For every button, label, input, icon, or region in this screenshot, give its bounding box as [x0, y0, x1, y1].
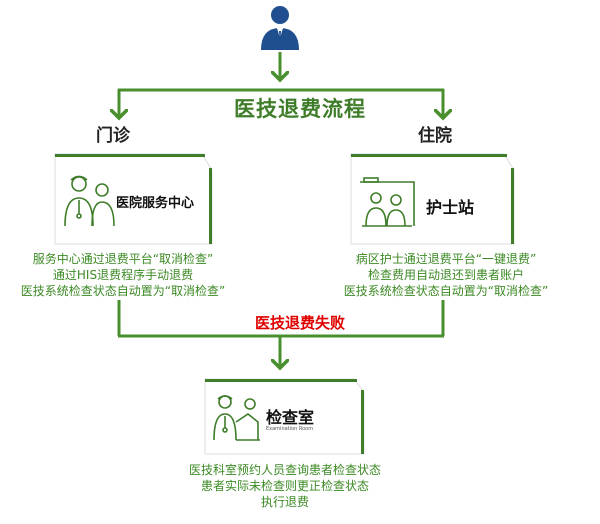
inpatient-description: 病区护士通过退费平台“一键退费” 检查费用自动退还到患者账户 医技系统检查状态自…	[318, 251, 574, 299]
exam-desc-line: 医技科室预约人员查询患者检查状态	[188, 463, 381, 477]
exam-description: 医技科室预约人员查询患者检查状态 患者实际未检查则更正检查状态 执行退费	[140, 462, 430, 510]
examination-room-icon	[213, 395, 260, 441]
inpatient-card: 护士站	[348, 148, 516, 246]
branch-outpatient: 门诊	[96, 126, 130, 146]
user-icon	[261, 6, 299, 50]
nurse-station-icon	[360, 177, 415, 227]
exam-room-card: 检查室 Examination Room	[202, 374, 366, 456]
outpatient-desc-line: 服务中心通过退费平台“取消检查”	[32, 252, 214, 266]
card-frame	[350, 153, 515, 245]
card-frame	[204, 378, 365, 455]
flow-title: 医技退费流程	[234, 97, 366, 121]
doctor-patient-icon	[64, 175, 115, 227]
outpatient-card: 医院服务中心	[52, 148, 214, 246]
card-frame	[54, 153, 213, 245]
refund-fail-label: 医技退费失败	[254, 314, 345, 332]
inpatient-desc-line: 医技系统检查状态自动置为“取消检查”	[343, 284, 549, 298]
inpatient-desc-line: 检查费用自动退还到患者账户	[367, 268, 524, 282]
outpatient-desc-line: 通过HIS退费程序手动退费	[52, 268, 194, 282]
branch-inpatient: 住院	[418, 126, 452, 146]
inpatient-card-label: 护士站	[426, 198, 475, 217]
inpatient-desc-line: 病区护士通过退费平台“一键退费”	[355, 252, 537, 266]
outpatient-desc-line: 医技系统检查状态自动置为“取消检查”	[20, 284, 226, 298]
outpatient-description: 服务中心通过退费平台“取消检查” 通过HIS退费程序手动退费 医技系统检查状态自…	[4, 251, 242, 299]
outpatient-card-label: 医院服务中心	[116, 196, 195, 211]
exam-room-card-label: 检查室	[266, 408, 315, 427]
exam-room-card-sublabel: Examination Room	[266, 426, 314, 432]
exam-desc-line: 患者实际未检查则更正检查状态	[200, 479, 369, 493]
exam-desc-line: 执行退费	[260, 495, 309, 509]
